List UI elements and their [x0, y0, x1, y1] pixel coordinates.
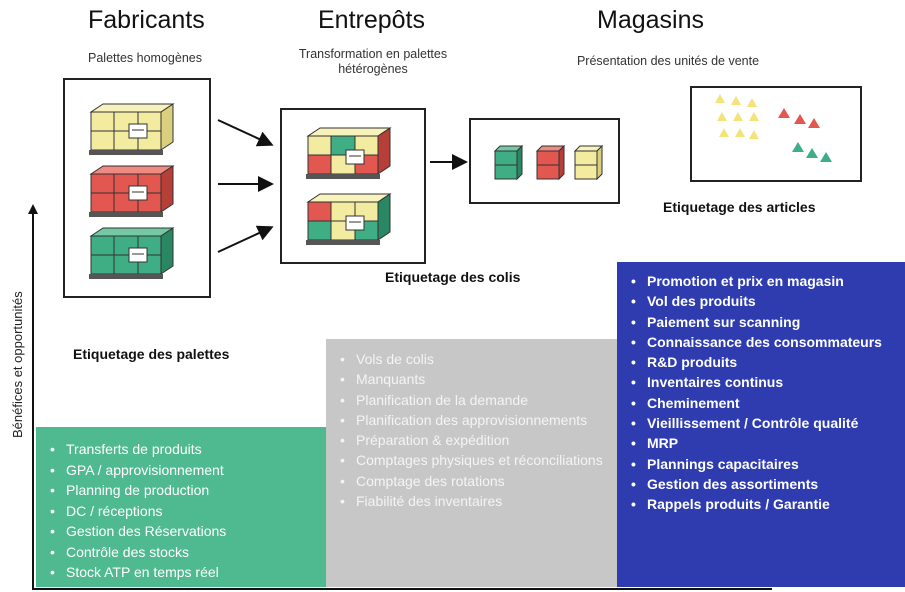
title-entrepots: Entrepôts [318, 6, 426, 34]
list-item: Inventaires continus [617, 372, 885, 393]
list-item: DC / réceptions [36, 501, 326, 522]
list-item: Planning de production [36, 480, 326, 501]
label-etiquetage-colis: Etiquetage des colis [385, 269, 521, 285]
list-item: Plannings capacitaires [617, 454, 885, 475]
list-magasins: Promotion et prix en magasin Vol des pro… [617, 271, 885, 515]
list-item: Stock ATP en temps réel [36, 562, 326, 583]
list-item: Vols de colis [326, 349, 605, 370]
list-item: Rappels produits / Garantie [617, 494, 885, 515]
list-item: Planification des approvisionnements [326, 410, 605, 431]
list-item: Gestion des Réservations [36, 521, 326, 542]
list-item: Planification de la demande [326, 390, 605, 411]
fabricants-box [63, 78, 211, 298]
list-item: GPA / approvisionnement [36, 460, 326, 481]
pallet-red [89, 165, 175, 217]
label-etiquetage-palettes: Etiquetage des palettes [73, 346, 230, 362]
list-item: Fiabilité des inventaires [326, 491, 605, 512]
fabricants-pallets [89, 103, 175, 279]
list-item: Paiement sur scanning [617, 312, 885, 333]
list-item: Vieillissement / Contrôle qualité [617, 413, 885, 434]
label-etiquetage-articles: Etiquetage des articles [663, 199, 816, 215]
arrows-to-entrepots [217, 119, 274, 253]
y-axis [28, 204, 38, 590]
carton-red [535, 144, 566, 181]
articles-box [690, 86, 862, 182]
title-fabricants: Fabricants [88, 6, 205, 34]
subtitle-magasins: Présentation des unités de vente [576, 54, 760, 68]
pallet-green [89, 227, 175, 279]
articles-triangles [715, 94, 832, 162]
y-axis-arrowhead [28, 204, 38, 214]
list-item: Vol des produits [617, 291, 885, 312]
list-entrepots: Vols de colis Manquants Planification de… [326, 349, 605, 512]
pallet-yellow [89, 103, 175, 155]
triangles-red [778, 108, 820, 128]
entrepots-box [280, 108, 426, 264]
carton-green [493, 144, 524, 181]
list-item: Cheminement [617, 393, 885, 414]
subtitle-entrepots-line2: hétérogènes [338, 62, 408, 76]
entrepots-pallets [306, 127, 392, 245]
list-item: Préparation & expédition [326, 430, 605, 451]
list-item: Gestion des assortiments [617, 474, 885, 495]
mixed-pallet-top [306, 127, 392, 179]
list-item: Promotion et prix en magasin [617, 271, 885, 292]
panel-entrepots-benefits: Vols de colis Manquants Planification de… [326, 339, 617, 587]
colis-box [469, 118, 620, 204]
subtitle-entrepots: Transformation en palettes hétérogènes [268, 47, 478, 77]
mixed-pallet-bottom [306, 193, 392, 245]
subtitle-entrepots-line1: Transformation en palettes [298, 47, 448, 61]
subtitle-fabricants: Palettes homogènes [88, 51, 202, 65]
list-item: R&D produits [617, 352, 885, 373]
arrow-to-colis [430, 154, 468, 170]
list-item: Transferts de produits [36, 439, 326, 460]
list-item: Contrôle des stocks [36, 542, 326, 563]
title-magasins: Magasins [597, 6, 704, 34]
colis-cartons [493, 144, 604, 181]
x-axis-baseline [32, 588, 772, 590]
arrow-top [217, 119, 274, 147]
triangles-yellow [715, 94, 759, 139]
list-item: Comptages physiques et réconciliations [326, 450, 605, 471]
list-item: Comptage des rotations [326, 471, 605, 492]
triangles-green [792, 142, 832, 162]
list-item: Manquants [326, 369, 605, 390]
panel-magasins-benefits: Promotion et prix en magasin Vol des pro… [617, 262, 905, 587]
list-fabricants: Transferts de produits GPA / approvision… [36, 439, 326, 583]
arrow-bottom [217, 225, 274, 253]
panel-fabricants-benefits: Transferts de produits GPA / approvision… [36, 427, 326, 587]
y-axis-label: Bénéfices et opportunités [10, 291, 25, 438]
list-item: MRP [617, 433, 885, 454]
carton-yellow [573, 144, 604, 181]
list-item: Connaissance des consommateurs [617, 332, 885, 353]
